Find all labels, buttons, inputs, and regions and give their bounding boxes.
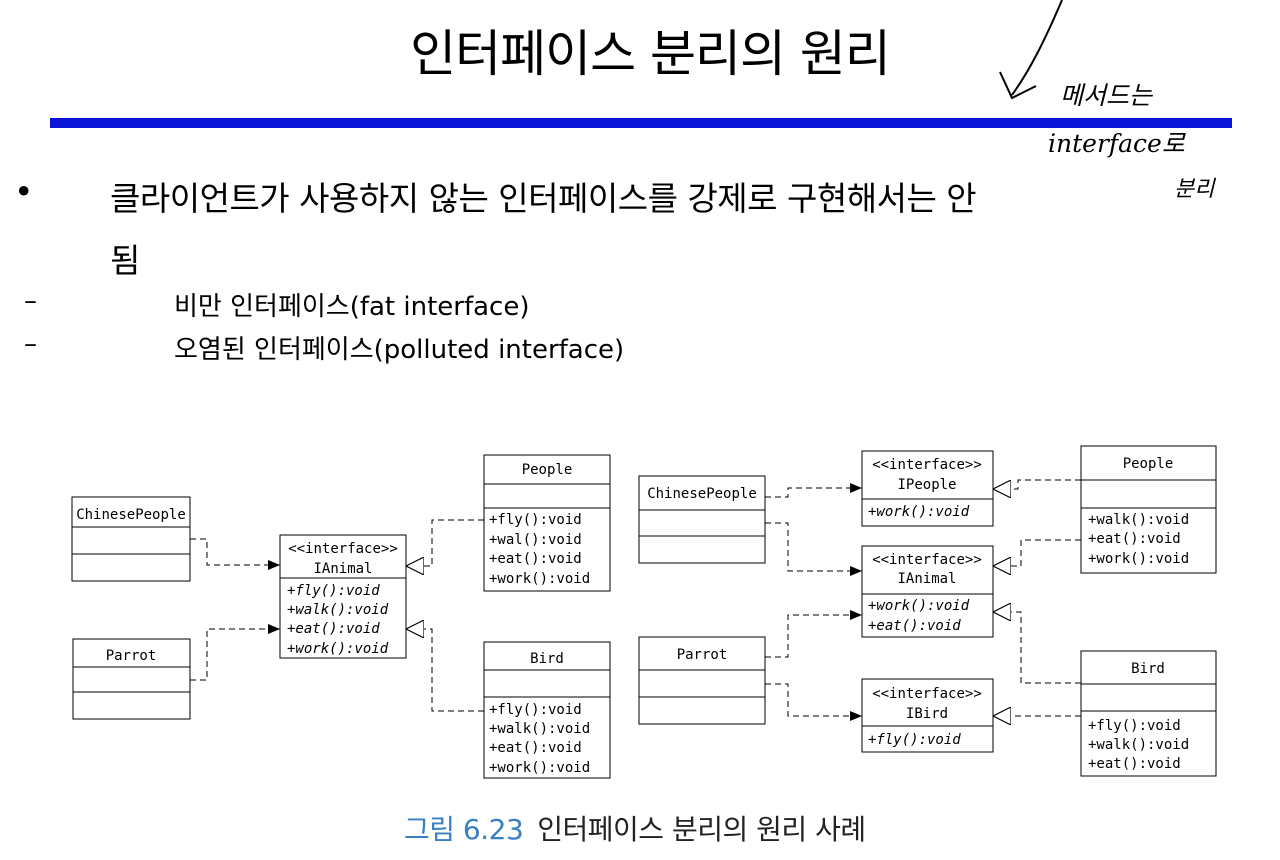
- stereotype-ianimal-right: <<interface>>: [872, 552, 982, 568]
- class-name-chinesepeople-left: ChinesePeople: [76, 507, 186, 523]
- realization-arrow-people-ipeople-right: [993, 479, 1081, 489]
- stereotype-ianimal-left: <<interface>>: [288, 541, 398, 557]
- op-people-left-work: +work():void: [489, 571, 590, 587]
- dependency-arrow-parrot-ianimal-right: [765, 610, 862, 658]
- dependency-arrow-chinesepeople-ipeople-right: [765, 483, 862, 498]
- class-name-people-right: People: [1123, 456, 1174, 472]
- realization-arrow-bird-ianimal-left: [406, 629, 484, 712]
- op-ianimal-left-fly: +fly():void: [287, 583, 380, 599]
- interface-name-ibird-right: IBird: [906, 706, 948, 722]
- class-name-people-left: People: [522, 462, 573, 478]
- bullet-text-line-1: 클라이언트가 사용하지 않는 인터페이스를 강제로 구현해서는 안: [110, 179, 977, 218]
- sub-item-polluted-interface: 오염된 인터페이스(polluted interface): [174, 335, 625, 365]
- handwritten-note-line-1: 메서드는: [1060, 81, 1154, 110]
- bullet-text-line-2: 됨: [110, 241, 140, 280]
- class-name-bird-right: Bird: [1131, 661, 1165, 677]
- handwritten-note-line-2: interface로: [1048, 129, 1186, 158]
- sub-bullet-marker: –: [24, 286, 37, 316]
- dependency-arrow-chinesepeople-ianimal-right: [765, 522, 862, 576]
- dependency-arrow-parrot-ibird-right: [765, 683, 862, 721]
- handwritten-note-line-3: 분리: [1174, 177, 1216, 202]
- class-box-chinesepeople-right: [638, 475, 766, 564]
- op-bird-left-eat: +eat():void: [489, 740, 582, 756]
- op-ianimal-right-eat: +eat():void: [868, 618, 961, 634]
- op-people-right-work: +work():void: [1088, 551, 1189, 567]
- op-people-left-wal: +wal():void: [489, 532, 582, 548]
- op-people-left-fly: +fly():void: [489, 512, 582, 528]
- sub-item-fat-interface: 비만 인터페이스(fat interface): [174, 292, 530, 322]
- class-name-chinesepeople-right: ChinesePeople: [647, 486, 757, 502]
- op-people-right-eat: +eat():void: [1088, 531, 1181, 547]
- figure-caption-number: 그림 6.23: [404, 813, 524, 846]
- interface-name-ipeople-right: IPeople: [897, 477, 956, 493]
- op-ibird-right-fly: +fly():void: [868, 732, 961, 748]
- class-name-parrot-right: Parrot: [677, 647, 728, 663]
- op-ianimal-left-eat: +eat():void: [287, 621, 380, 637]
- realization-arrow-people-ianimal-left: [406, 519, 484, 566]
- figure-caption: 그림 6.23 인터페이스 분리의 원리 사례: [404, 808, 866, 848]
- op-bird-right-eat: +eat():void: [1088, 756, 1181, 772]
- dependency-arrow-parrot-ianimal-left: [190, 624, 280, 681]
- interface-box-ibird-right: [861, 678, 994, 753]
- op-bird-left-fly: +fly():void: [489, 702, 582, 718]
- class-name-parrot-left: Parrot: [106, 648, 157, 664]
- figure-caption-text: 인터페이스 분리의 원리 사례: [537, 813, 866, 846]
- class-box-bird-left: [483, 641, 611, 779]
- realization-arrow-people-ianimal-right: [993, 539, 1081, 566]
- class-box-people-right: [1080, 445, 1217, 574]
- op-people-left-eat: +eat():void: [489, 551, 582, 567]
- bullet-marker: •: [14, 172, 34, 211]
- op-ipeople-right-work: +work():void: [868, 504, 970, 520]
- dependency-arrow-chinesepeople-ianimal-left: [190, 538, 280, 570]
- op-ianimal-left-walk: +walk():void: [287, 602, 389, 618]
- handwritten-annotation: [999, 0, 1063, 100]
- interface-box-ipeople-right: [861, 450, 994, 527]
- class-box-parrot-left: [72, 638, 191, 720]
- handwritten-check-arrow: [999, 0, 1063, 100]
- interface-name-ianimal-right: IAnimal: [897, 571, 956, 587]
- realization-arrow-bird-ianimal-right: [993, 612, 1081, 684]
- op-ianimal-left-work: +work():void: [287, 641, 389, 657]
- op-ianimal-right-work: +work():void: [868, 598, 970, 614]
- op-bird-right-fly: +fly():void: [1088, 718, 1181, 734]
- interface-box-ianimal-left: [279, 534, 407, 659]
- slide-title: 인터페이스 분리의 원리: [410, 25, 891, 83]
- class-name-bird-left: Bird: [530, 651, 564, 667]
- op-bird-left-walk: +walk():void: [489, 721, 590, 737]
- op-people-right-walk: +walk():void: [1088, 512, 1189, 528]
- title-underline-bar: [50, 118, 1232, 128]
- sub-bullet-marker: –: [24, 329, 37, 359]
- class-box-parrot-right: [638, 636, 766, 725]
- stereotype-ibird-right: <<interface>>: [872, 686, 982, 702]
- class-box-chinesepeople-left: [71, 496, 191, 582]
- interface-box-ianimal-right: [861, 545, 994, 638]
- interface-name-ianimal-left: IAnimal: [313, 561, 372, 577]
- op-bird-right-walk: +walk():void: [1088, 737, 1189, 753]
- stereotype-ipeople-right: <<interface>>: [872, 457, 982, 473]
- class-box-people-left: [483, 454, 611, 592]
- op-bird-left-work: +work():void: [489, 760, 590, 776]
- class-box-bird-right: [1080, 650, 1217, 777]
